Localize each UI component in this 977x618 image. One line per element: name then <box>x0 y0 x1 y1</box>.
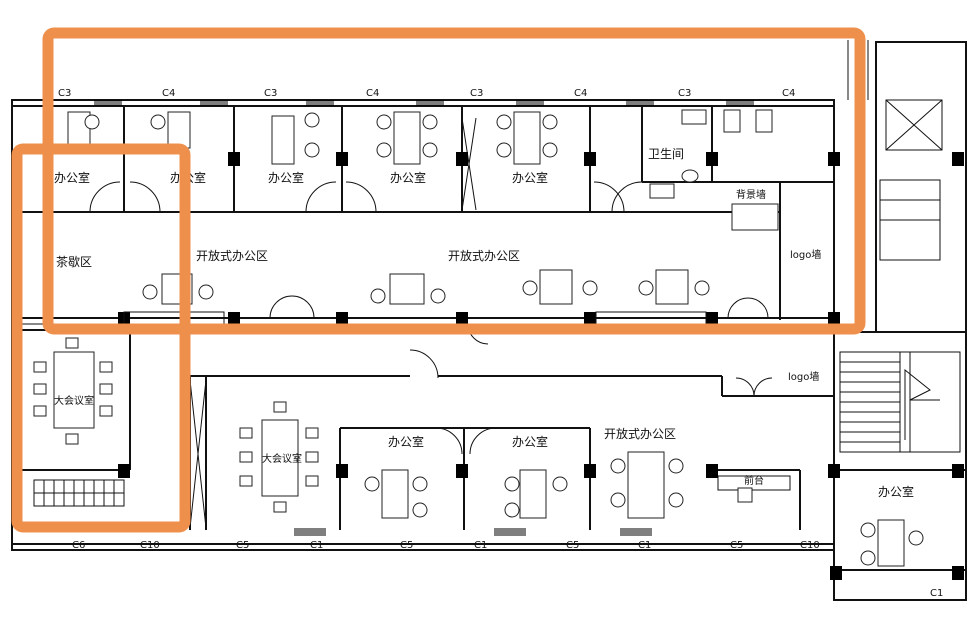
elevator-shaft-icon <box>879 99 943 261</box>
office-label-5: 办公室 <box>512 170 548 185</box>
window-code: C1 <box>930 588 943 599</box>
bottom-walls <box>22 324 966 530</box>
toilet-label: 卫生间 <box>648 147 684 161</box>
stairs-right <box>839 351 961 453</box>
office-label-4: 办公室 <box>390 170 426 185</box>
office-label-1: 办公室 <box>54 170 90 185</box>
window-code: C1 <box>310 540 323 551</box>
office-label-3: 办公室 <box>268 170 304 185</box>
window-code: C10 <box>800 540 820 551</box>
window-code: C4 <box>782 88 795 99</box>
window-code: C3 <box>264 88 277 99</box>
window-codes-top: C3 C4 C3 C4 C3 C4 C3 C4 <box>58 88 795 99</box>
open-office-label-3: 开放式办公区 <box>604 426 676 441</box>
office-label-7: 办公室 <box>512 434 548 449</box>
front-desk-label: 前台 <box>744 474 764 487</box>
open-office-label-1: 开放式办公区 <box>196 248 268 263</box>
window-code: C4 <box>162 88 175 99</box>
highlight-box-top <box>42 27 866 335</box>
window-code: C3 <box>678 88 691 99</box>
window-codes-bottom: C6 C10 C5 C1 C5 C1 C5 C1 C5 C10 C1 <box>72 540 943 599</box>
window-code: C1 <box>474 540 487 551</box>
window-code: C10 <box>140 540 160 551</box>
tea-area-label: 茶歇区 <box>56 254 92 269</box>
window-code: C3 <box>470 88 483 99</box>
facade-windows <box>94 100 754 536</box>
furniture <box>33 109 924 567</box>
window-code: C5 <box>400 540 413 551</box>
large-meeting-room-label: 大会议室 <box>54 394 94 407</box>
highlight-overlay <box>11 27 866 533</box>
office-label-8: 办公室 <box>878 484 914 499</box>
window-code: C5 <box>730 540 743 551</box>
columns <box>118 152 964 580</box>
window-code: C1 <box>638 540 651 551</box>
window-code: C3 <box>58 88 71 99</box>
window-code: C6 <box>72 540 85 551</box>
open-office-label-2: 开放式办公区 <box>448 248 520 263</box>
logo-wall-label-1: logo墙 <box>790 248 821 261</box>
window-code: C4 <box>366 88 379 99</box>
arrow-icon <box>904 368 940 440</box>
window-code: C4 <box>574 88 587 99</box>
stairs-left <box>33 479 125 507</box>
logo-wall-label-2: logo墙 <box>788 370 819 383</box>
window-code: C5 <box>566 540 579 551</box>
large-meeting-room-label-2: 大会议室 <box>262 452 302 465</box>
office-label-6: 办公室 <box>388 434 424 449</box>
window-code: C5 <box>236 540 249 551</box>
background-wall-label: 背景墙 <box>736 188 766 201</box>
room-labels: 办公室 办公室 办公室 办公室 办公室 卫生间 背景墙 开放式办公区 开放式办公… <box>54 147 914 499</box>
highlight-box-left <box>11 143 191 533</box>
